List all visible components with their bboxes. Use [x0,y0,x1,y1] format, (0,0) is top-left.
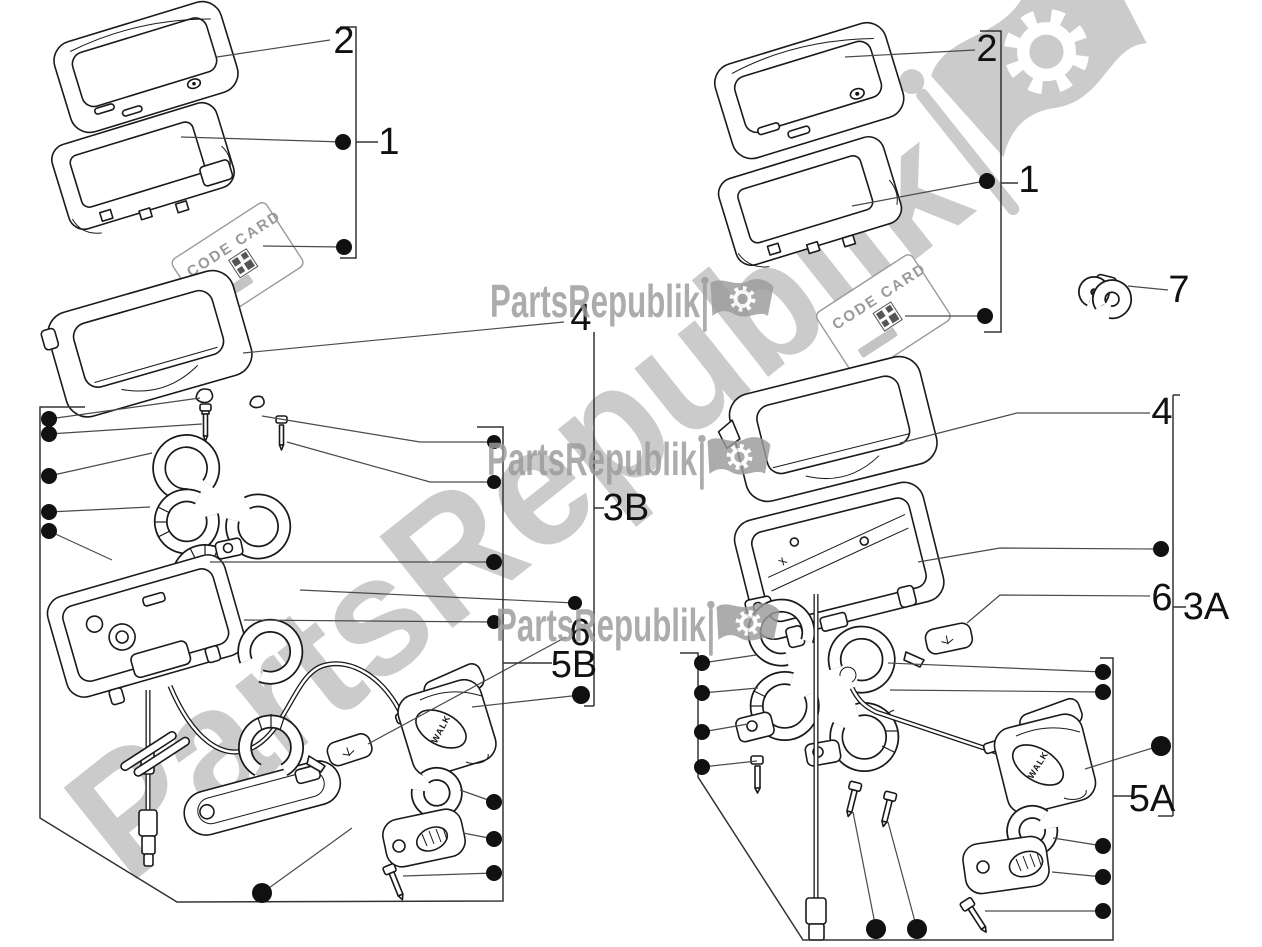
top-cover-part [53,0,239,134]
callout-brackets [39,26,1186,941]
callout-label-right-6: 6 [1151,577,1172,619]
callout-label-right-2: 2 [976,28,997,70]
usb-cover-part [903,622,974,668]
watermark-brand-text: PartsRepublik [496,599,706,651]
screw [881,790,898,828]
rod-pin [120,730,191,777]
callout-label-left-5B: 5B [551,644,597,686]
left-diagram: CODE CARD [40,0,497,901]
display-unit-part [51,101,235,234]
callout-label-left-6: 6 [569,612,590,654]
cable-clip-part [1078,273,1133,320]
watermark-small-group: PartsRepublik PartsRepublik PartsRepubli… [487,275,780,656]
watermark-small: PartsRepublik [496,599,780,656]
screw [846,780,863,818]
callout-dots [41,134,1171,939]
callout-label-right-3A: 3A [1183,586,1230,628]
handlebar-clamp [735,595,900,773]
screw [959,896,987,933]
watermark-brand-text: PartsRepublik [490,275,700,327]
handlebar-clamp [183,618,342,836]
mount-cover-part [40,269,253,418]
leader-lines-left [48,39,582,894]
callout-label-left-4: 4 [570,297,591,339]
callouts: 2 1 4 3B 6 5B 2 1 7 4 6 3A 5A [39,20,1230,941]
callout-label-left-3B: 3B [603,487,649,529]
watermark-brand-text: PartsRepublik [487,433,697,485]
usb-cover-part [306,733,373,773]
cable [805,594,827,941]
display-unit-part [717,136,903,268]
screw [249,395,288,451]
mount-cover-part [717,355,938,503]
flag-gear-icon [707,601,779,656]
base-housing-part [46,554,246,706]
walk-switch: WALK [993,697,1097,815]
screw [750,755,764,794]
watermark-small: PartsRepublik [490,275,774,332]
watermark-small: PartsRepublik [487,433,771,490]
screw [195,388,214,442]
screw [382,863,404,901]
right-diagram: CODE CARD [713,21,1133,941]
callout-label-left-2: 2 [333,20,354,62]
leader-lines-right [701,49,1169,930]
switch-cover [382,766,466,901]
callout-label-right-4: 4 [1151,391,1172,433]
switch-cover [959,804,1059,933]
callout-label-right-5A: 5A [1129,778,1176,820]
walk-switch: WALK [397,663,497,778]
callout-label-left-1: 1 [378,121,399,163]
callout-label-right-1: 1 [1018,159,1039,201]
callout-label-right-7: 7 [1168,269,1189,311]
